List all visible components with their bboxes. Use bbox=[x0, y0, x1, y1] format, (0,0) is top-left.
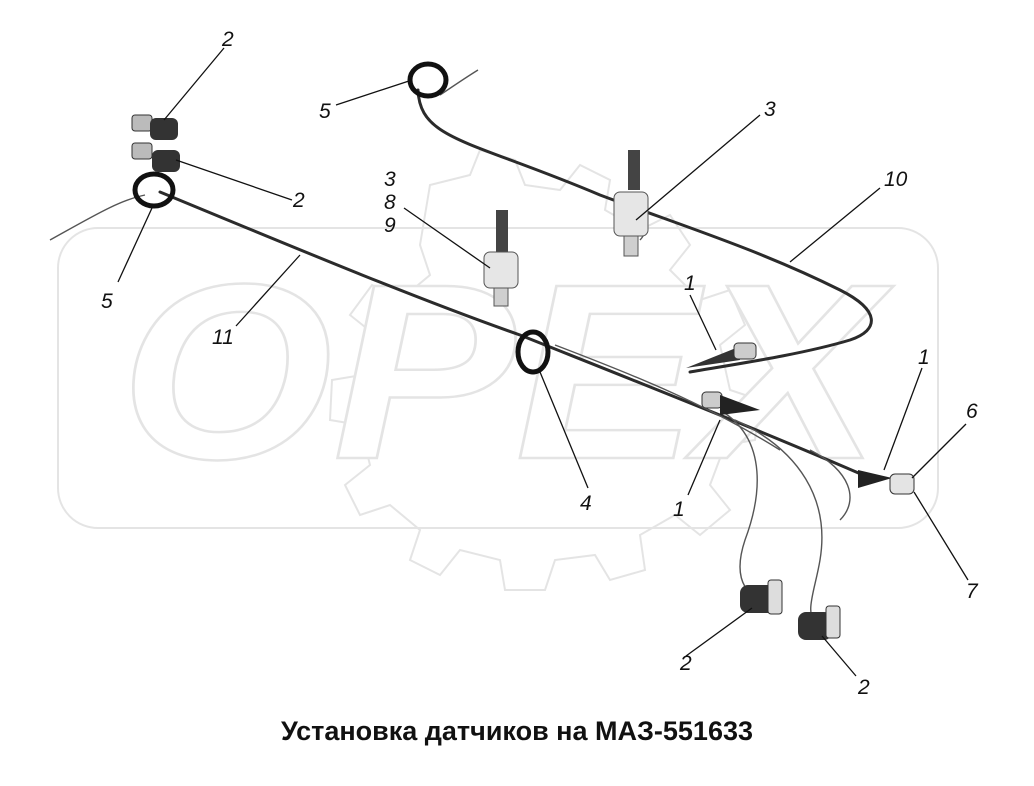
harness-sensor-leads bbox=[719, 409, 851, 626]
ring-seal-4 bbox=[515, 329, 551, 375]
sensor-3-top bbox=[613, 150, 649, 257]
ring-seal-5-top bbox=[407, 61, 449, 99]
callout-2-mid: 2 bbox=[292, 189, 305, 212]
harness-11 bbox=[158, 190, 872, 480]
sensor-2-bottom-right bbox=[798, 605, 841, 640]
callout-10: 10 bbox=[884, 168, 908, 191]
callout-9: 9 bbox=[384, 214, 396, 237]
sensor-1-upper bbox=[686, 342, 757, 368]
sensor-1-right bbox=[858, 470, 915, 495]
callout-2-bottom-left: 2 bbox=[679, 652, 692, 675]
ring-seal-5-left bbox=[132, 171, 176, 209]
harness-11-branch bbox=[554, 344, 781, 451]
harness-10 bbox=[416, 88, 873, 374]
sensor-3-8-9 bbox=[483, 210, 519, 307]
callout-11: 11 bbox=[212, 326, 234, 349]
harness-10-tail bbox=[439, 69, 479, 96]
callout-1-lower: 1 bbox=[673, 498, 685, 521]
callout-5-left: 5 bbox=[101, 290, 113, 313]
diagram-caption: Установка датчиков на МАЗ-551633 bbox=[281, 716, 753, 746]
callout-labels: 2 2 5 5 3 3 8 9 10 11 1 1 1 4 6 7 2 2 bbox=[101, 28, 979, 699]
callout-6: 6 bbox=[966, 400, 978, 423]
callout-3-top: 3 bbox=[764, 98, 776, 121]
callout-2-top: 2 bbox=[221, 28, 234, 51]
callout-5-top: 5 bbox=[319, 100, 331, 123]
callout-8: 8 bbox=[384, 191, 396, 214]
callout-2-bottom-right: 2 bbox=[857, 676, 870, 699]
callout-1-right: 1 bbox=[918, 346, 930, 369]
callout-4: 4 bbox=[580, 492, 592, 515]
leader-lines bbox=[117, 47, 969, 677]
callout-1-upper: 1 bbox=[684, 272, 696, 295]
sensor-2-top-pair bbox=[131, 114, 180, 172]
callout-3-stack: 3 bbox=[384, 168, 396, 191]
callout-7: 7 bbox=[966, 580, 979, 603]
sensor-1-lower bbox=[701, 391, 760, 415]
sensor-2-bottom-left bbox=[740, 579, 783, 615]
